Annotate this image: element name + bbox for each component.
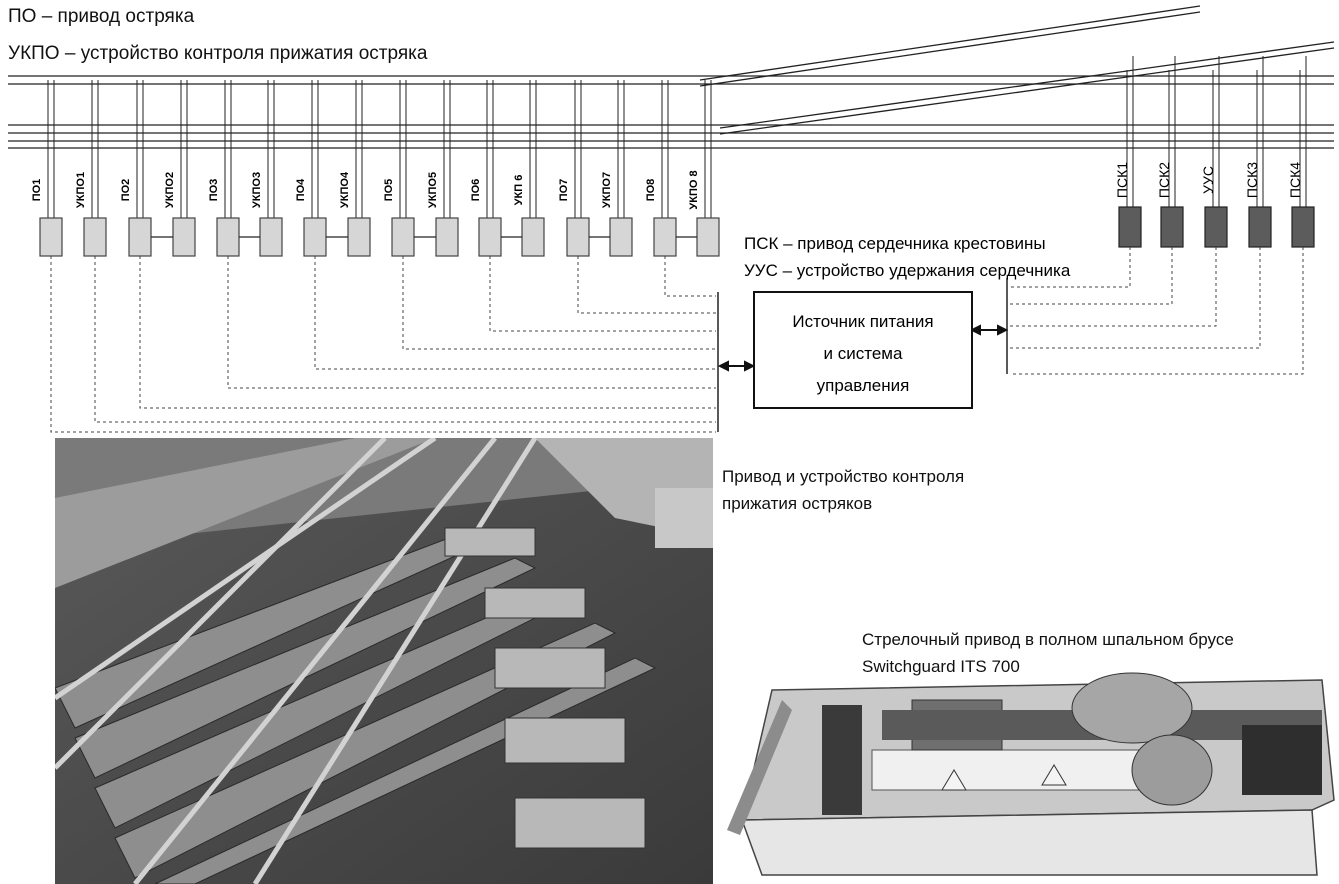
point-device-box bbox=[392, 218, 414, 256]
point-device-box bbox=[654, 218, 676, 256]
point-device-label: ПО6 bbox=[470, 179, 482, 202]
point-device-box bbox=[304, 218, 326, 256]
control-box-line1: Источник питания bbox=[792, 312, 933, 331]
point-device-3: ПО2 bbox=[120, 80, 151, 256]
point-device-9: ПО5 bbox=[383, 80, 414, 256]
point-device-label: УКПО4 bbox=[339, 171, 351, 208]
point-device-12: УКП 6 bbox=[513, 80, 544, 256]
point-device-14: УКПО7 bbox=[601, 80, 632, 256]
point-device-16: УКПО 8 bbox=[688, 80, 719, 256]
point-device-13: ПО7 bbox=[558, 80, 589, 256]
point-device-box bbox=[522, 218, 544, 256]
point-device-6: УКПО3 bbox=[251, 80, 282, 256]
point-device-label: УКП 6 bbox=[513, 175, 525, 206]
frog-device-4: ПСК3 bbox=[1010, 56, 1271, 348]
point-device-box bbox=[436, 218, 458, 256]
point-device-7: ПО4 bbox=[295, 80, 326, 256]
frog-device-label: ПСК1 bbox=[1114, 162, 1130, 198]
photo2-caption-line1: Стрелочный привод в полном шпальном брус… bbox=[862, 626, 1234, 653]
point-device-label: ПО4 bbox=[295, 178, 307, 201]
point-device-2: УКПО1 bbox=[75, 80, 106, 256]
point-device-box bbox=[610, 218, 632, 256]
frog-device-label: ПСК2 bbox=[1156, 162, 1172, 198]
control-box-line3: управления bbox=[817, 376, 910, 395]
point-device-5: ПО3 bbox=[208, 80, 239, 256]
point-device-box bbox=[84, 218, 106, 256]
point-device-box bbox=[40, 218, 62, 256]
frog-device-label: УУС bbox=[1200, 166, 1216, 194]
control-line bbox=[95, 256, 716, 422]
frog-device-box bbox=[1161, 207, 1183, 247]
legend-psk: ПСК – привод сердечника крестовины bbox=[744, 234, 1046, 253]
point-device-label: ПО2 bbox=[120, 179, 132, 202]
point-device-8: УКПО4 bbox=[339, 80, 370, 256]
point-device-label: ПО3 bbox=[208, 179, 220, 202]
frog-device-box bbox=[1119, 207, 1141, 247]
point-device-box bbox=[479, 218, 501, 256]
point-device-label: УКПО1 bbox=[75, 172, 87, 208]
frog-devices: ПСК1 ПСК2 УУС ПСК3 ПСК4 bbox=[1010, 56, 1314, 374]
frog-device-label: ПСК4 bbox=[1287, 162, 1303, 198]
control-line bbox=[665, 256, 716, 296]
point-device-box bbox=[697, 218, 719, 256]
photo1-caption-line1: Привод и устройство контроля bbox=[722, 463, 964, 490]
point-device-box bbox=[567, 218, 589, 256]
point-device-label: ПО5 bbox=[383, 179, 395, 202]
point-device-box bbox=[173, 218, 195, 256]
point-device-box bbox=[217, 218, 239, 256]
point-device-label: ПО7 bbox=[558, 179, 570, 202]
point-device-4: УКПО2 bbox=[164, 80, 195, 256]
rails bbox=[8, 6, 1334, 148]
frog-device-box bbox=[1205, 207, 1227, 247]
control-line bbox=[578, 256, 716, 313]
control-line bbox=[140, 256, 716, 408]
control-line bbox=[51, 256, 716, 432]
point-device-box bbox=[260, 218, 282, 256]
point-device-11: ПО6 bbox=[470, 80, 501, 256]
frog-device-box bbox=[1292, 207, 1314, 247]
photo-switch-drives bbox=[55, 438, 713, 884]
legend-uus: УУС – устройство удержания сердечника bbox=[744, 261, 1071, 280]
point-device-label: УКПО3 bbox=[251, 172, 263, 208]
control-line bbox=[403, 256, 716, 349]
point-device-15: ПО8 bbox=[645, 80, 676, 256]
control-line bbox=[228, 256, 716, 388]
point-device-box bbox=[129, 218, 151, 256]
left-double-arrow bbox=[720, 362, 753, 370]
point-device-10: УКПО5 bbox=[427, 80, 458, 256]
frog-device-label: ПСК3 bbox=[1244, 162, 1260, 198]
photo1-caption-line2: прижатия остряков bbox=[722, 490, 872, 517]
control-box-line2: и система bbox=[824, 344, 903, 363]
point-device-label: УКПО 8 bbox=[688, 170, 700, 209]
track-schematic: ПО1 УКПО1 ПО2 УКПО2 ПО3 УКПО3 ПО4 УКПО4 ПО5 УКПО5… bbox=[0, 0, 1339, 440]
right-double-arrow bbox=[972, 326, 1006, 334]
control-line bbox=[490, 256, 716, 331]
photo-switchguard bbox=[722, 670, 1336, 880]
point-device-label: ПО1 bbox=[31, 179, 43, 202]
point-device-label: УКПО5 bbox=[427, 172, 439, 208]
point-device-label: ПО8 bbox=[645, 179, 657, 202]
point-device-1: ПО1 bbox=[31, 80, 62, 256]
point-device-label: УКПО7 bbox=[601, 172, 613, 208]
frog-device-box bbox=[1249, 207, 1271, 247]
point-device-label: УКПО2 bbox=[164, 172, 176, 208]
point-device-box bbox=[348, 218, 370, 256]
